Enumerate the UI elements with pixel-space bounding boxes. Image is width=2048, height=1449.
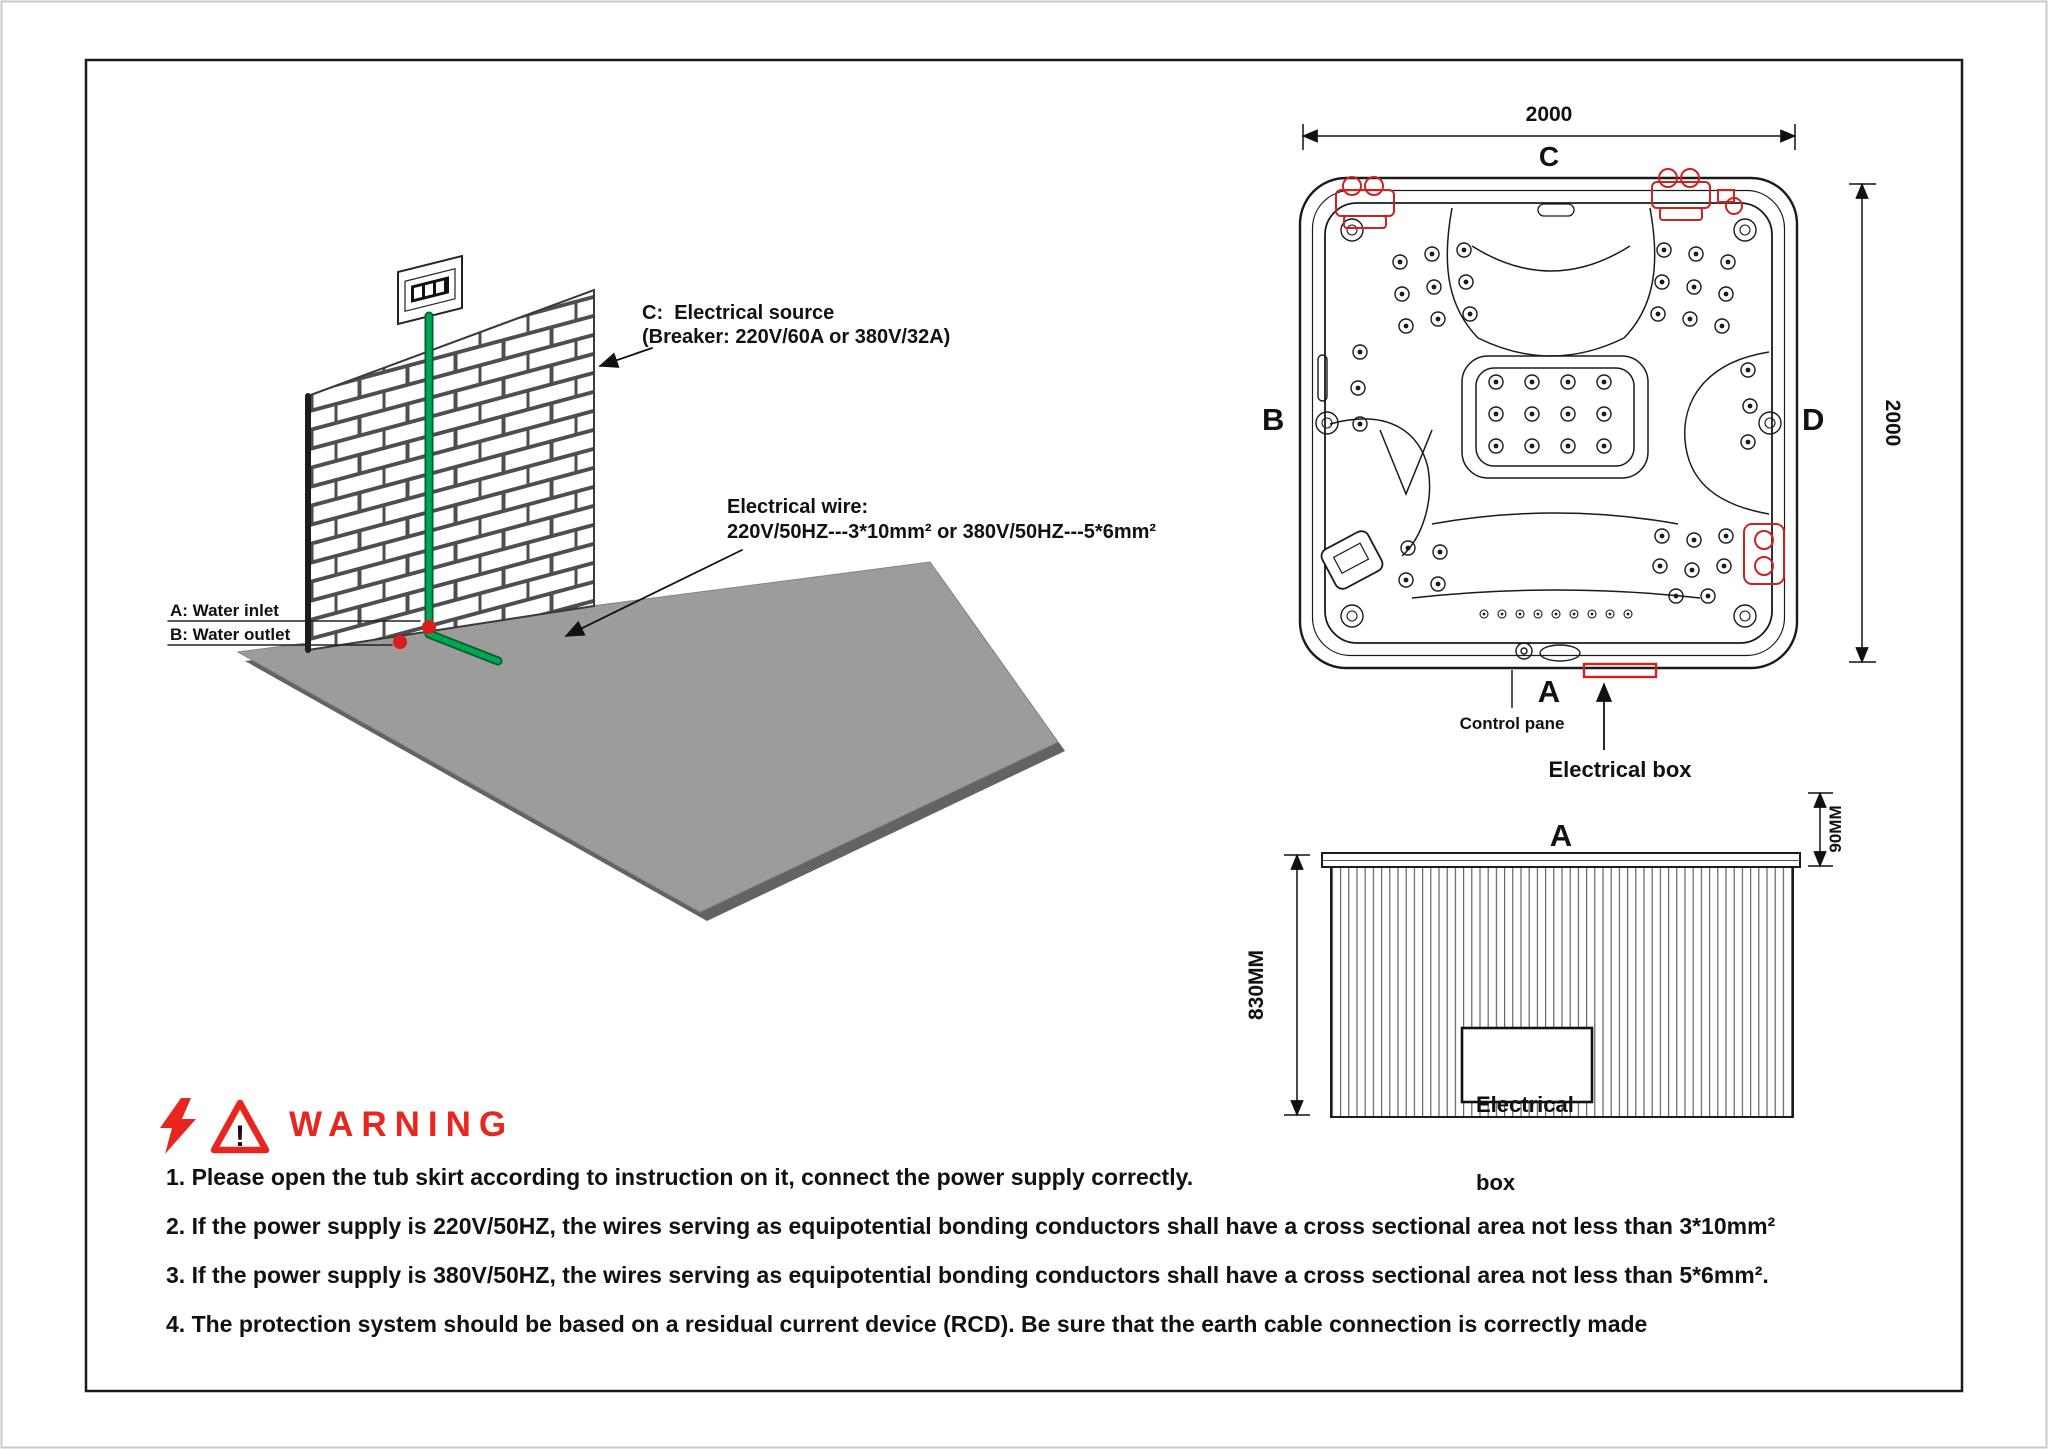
water-outlet-label: B: Water outlet: [170, 625, 291, 644]
warning-triangle-icon: [210, 1099, 270, 1154]
top-height-dimension: [1849, 182, 1876, 664]
water-outlet-dot: [393, 635, 407, 649]
brick-wall: [305, 288, 595, 653]
electrical-box-panel-line1: Electrical: [1476, 1091, 1574, 1117]
side-label-a: A: [1537, 674, 1561, 709]
electrical-wire-label-line1: Electrical wire:: [727, 496, 869, 518]
topside-control-display: [1320, 530, 1384, 590]
water-inlet-dot: [422, 620, 436, 634]
side-label-d: D: [1802, 402, 1825, 437]
seat-contours: [1329, 207, 1770, 599]
electrical-box-panel: [1460, 1026, 1594, 1104]
drain-fittings: [1515, 642, 1581, 662]
water-inlet-label: A: Water inlet: [170, 601, 279, 620]
spa-side-view: 830MM 90MM: [1245, 791, 1845, 1118]
warning-title: WARNING: [289, 1105, 515, 1144]
warning-item-4: 4. The protection system should be based…: [166, 1311, 1648, 1337]
top-width-dimension: [1301, 124, 1797, 150]
electrical-source-label-line1: C: Electrical source: [642, 302, 835, 324]
side-view-title: A: [1549, 818, 1573, 853]
floor-slab: [236, 561, 1065, 921]
spa-top-view: 2000: [1298, 124, 1904, 750]
lip-dimension: [1808, 791, 1833, 868]
water-connections: [167, 620, 436, 649]
electrical-source-label-line2: (Breaker: 220V/60A or 380V/32A): [642, 326, 951, 348]
skirt-lip: [1321, 852, 1801, 868]
lip-dim-text: 90MM: [1826, 805, 1845, 852]
skirt-height-dimension: [1284, 853, 1310, 1117]
electrical-wire-label-line2: 220V/50HZ---3*10mm² or 380V/50HZ---5*6mm…: [727, 521, 1157, 543]
height-dim-text: 2000: [1881, 400, 1904, 447]
side-label-b: B: [1262, 402, 1285, 437]
warning-item-2: 2. If the power supply is 220V/50HZ, the…: [166, 1213, 1776, 1239]
annotation-arrows: [564, 347, 743, 637]
pump-red-markings: [1335, 168, 1785, 585]
lightning-bolt-icon: [160, 1098, 196, 1154]
skirt-height-text: 830MM: [1245, 950, 1268, 1020]
electrical-box-marker: [1582, 662, 1658, 679]
electrical-box-label: Electrical box: [1548, 757, 1692, 782]
warning-item-3: 3. If the power supply is 380V/50HZ, the…: [166, 1262, 1769, 1288]
top-width-dim-text: 2000: [1525, 103, 1573, 126]
installation-scene: [167, 254, 1065, 921]
electrical-box-panel-line2: box: [1476, 1169, 1516, 1195]
warning-icons: !: [160, 1098, 270, 1154]
spa-shell: [1298, 176, 1799, 670]
electrical-box-panel-label: Electrical box: [1476, 1040, 1574, 1222]
warning-item-1: 1. Please open the tub skirt according t…: [166, 1164, 1194, 1190]
control-panel-label: Control pane: [1459, 714, 1565, 733]
warning-exclamation: !: [235, 1120, 245, 1153]
side-label-c: C: [1538, 141, 1560, 172]
